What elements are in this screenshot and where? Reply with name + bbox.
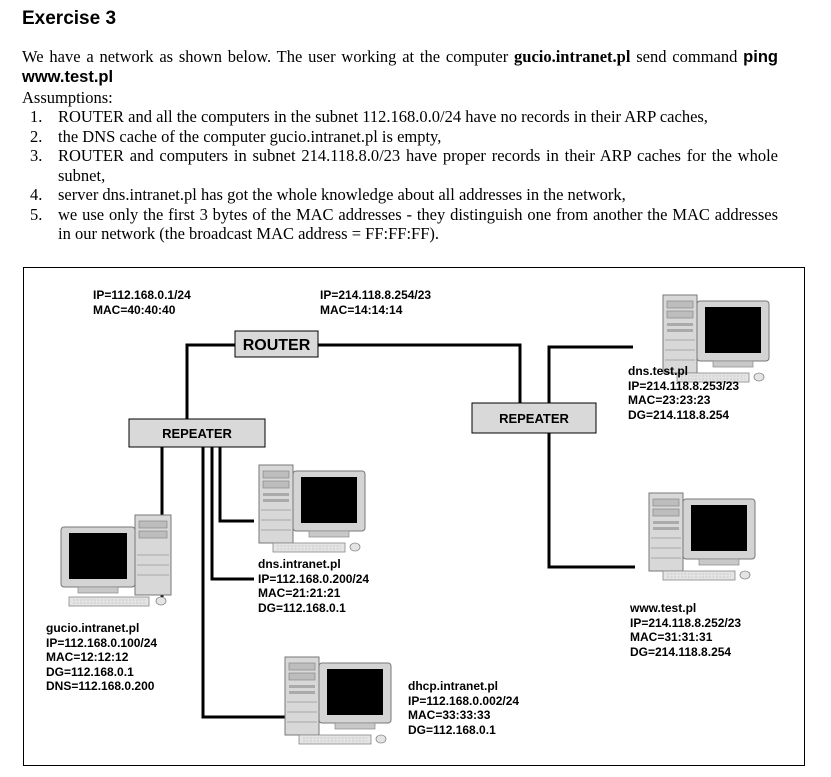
host-ip: IP=214.118.8.253/23	[628, 378, 740, 393]
router-label: ROUTER	[243, 337, 311, 354]
host-dg: DG=112.168.0.1	[46, 664, 134, 679]
router-right-ip: IP=214.118.8.254/23	[320, 288, 432, 302]
item-number: 3.	[30, 146, 43, 165]
repeater-left: REPEATER	[128, 418, 266, 448]
host-label-www-test: www.test.pl IP=214.118.8.252/23 MAC=31:3…	[630, 601, 741, 659]
item-text: we use only the first 3 bytes of the MAC…	[58, 204, 778, 244]
host-name: dns.test.pl	[628, 364, 689, 378]
host-mac: MAC=23:23:23	[628, 393, 711, 407]
item-text: ROUTER and all the computers in the subn…	[58, 107, 708, 126]
intro-text-2: send command	[630, 47, 744, 66]
network-diagram: ROUTER REPEATER REPEATER IP=112.168.0.1/…	[23, 267, 805, 766]
router-left-interface-label: IP=112.168.0.1/24 MAC=40:40:40	[93, 288, 191, 317]
router-left-ip: IP=112.168.0.1/24	[93, 288, 191, 302]
ping-command: ping www.test.pl	[22, 48, 778, 86]
host-dg: DG=112.168.0.1	[258, 600, 346, 615]
item-number: 4.	[30, 185, 43, 204]
host-dg: DG=214.118.8.254	[630, 644, 732, 659]
host-dns: DNS=112.168.0.200	[46, 679, 155, 693]
host-name: dhcp.intranet.pl	[408, 679, 498, 693]
list-item: 4. server dns.intranet.pl has got the who…	[22, 185, 778, 205]
host-dg: DG=112.168.0.1	[408, 722, 496, 737]
list-item: 3. ROUTER and computers in subnet 214.118…	[22, 146, 778, 185]
host-label-dns-test: dns.test.pl IP=214.118.8.253/23 MAC=23:2…	[628, 364, 739, 422]
repeater-right: REPEATER	[471, 402, 597, 434]
host-label-dhcp-intranet: dhcp.intranet.pl IP=112.168.0.002/24 MAC…	[408, 679, 519, 737]
network-diagram-svg: ROUTER REPEATER REPEATER	[23, 267, 805, 766]
repeater-left-label: REPEATER	[162, 426, 232, 441]
host-ip: IP=112.168.0.200/24	[258, 571, 370, 586]
list-item: 5. we use only the first 3 bytes of the M…	[22, 205, 778, 244]
host-label-dns-intranet: dns.intranet.pl IP=112.168.0.200/24 MAC=…	[258, 557, 369, 615]
router: ROUTER	[234, 330, 319, 358]
router-left-mac: MAC=40:40:40	[93, 302, 176, 317]
host-mac: MAC=12:12:12	[46, 650, 129, 664]
host-name: www.test.pl	[630, 601, 697, 615]
list-item: 2. the DNS cache of the computer gucio.in…	[22, 127, 778, 147]
host-ip: IP=214.118.8.252/23	[630, 615, 742, 630]
host-label-gucio: gucio.intranet.pl IP=112.168.0.100/24 MA…	[46, 621, 157, 694]
repeater-right-label: REPEATER	[499, 411, 569, 426]
host-name: gucio.intranet.pl	[46, 621, 140, 635]
host-mac: MAC=31:31:31	[630, 630, 713, 644]
item-text: the DNS cache of the computer gucio.intr…	[58, 126, 442, 146]
router-right-interface-label: IP=214.118.8.254/23 MAC=14:14:14	[320, 288, 431, 317]
item-text: server dns.intranet.pl has got the whole…	[58, 185, 626, 204]
host-ip: IP=112.168.0.002/24	[408, 693, 520, 708]
item-text: ROUTER and computers in subnet 214.118.8…	[58, 146, 778, 185]
host-name: dns.intranet.pl	[258, 557, 341, 571]
intro-text: We have a network as shown below. The us…	[22, 47, 515, 66]
exercise-title: Exercise 3	[22, 8, 117, 29]
intro-host: gucio.intranet.pl	[514, 47, 631, 66]
intro-paragraph: We have a network as shown below. The us…	[22, 47, 778, 87]
host-mac: MAC=33:33:33	[408, 708, 491, 722]
router-right-mac: MAC=14:14:14	[320, 302, 403, 317]
item-number: 5.	[30, 204, 43, 224]
item-number: 2.	[30, 126, 43, 146]
host-dg: DG=214.118.8.254	[628, 407, 730, 422]
assumptions-label: Assumptions:	[22, 88, 113, 107]
item-number: 1.	[30, 107, 43, 126]
host-ip: IP=112.168.0.100/24	[46, 635, 158, 650]
assumptions-list: 1. ROUTER and all the computers in the su…	[22, 107, 778, 244]
host-mac: MAC=21:21:21	[258, 586, 341, 600]
list-item: 1. ROUTER and all the computers in the su…	[22, 107, 778, 127]
